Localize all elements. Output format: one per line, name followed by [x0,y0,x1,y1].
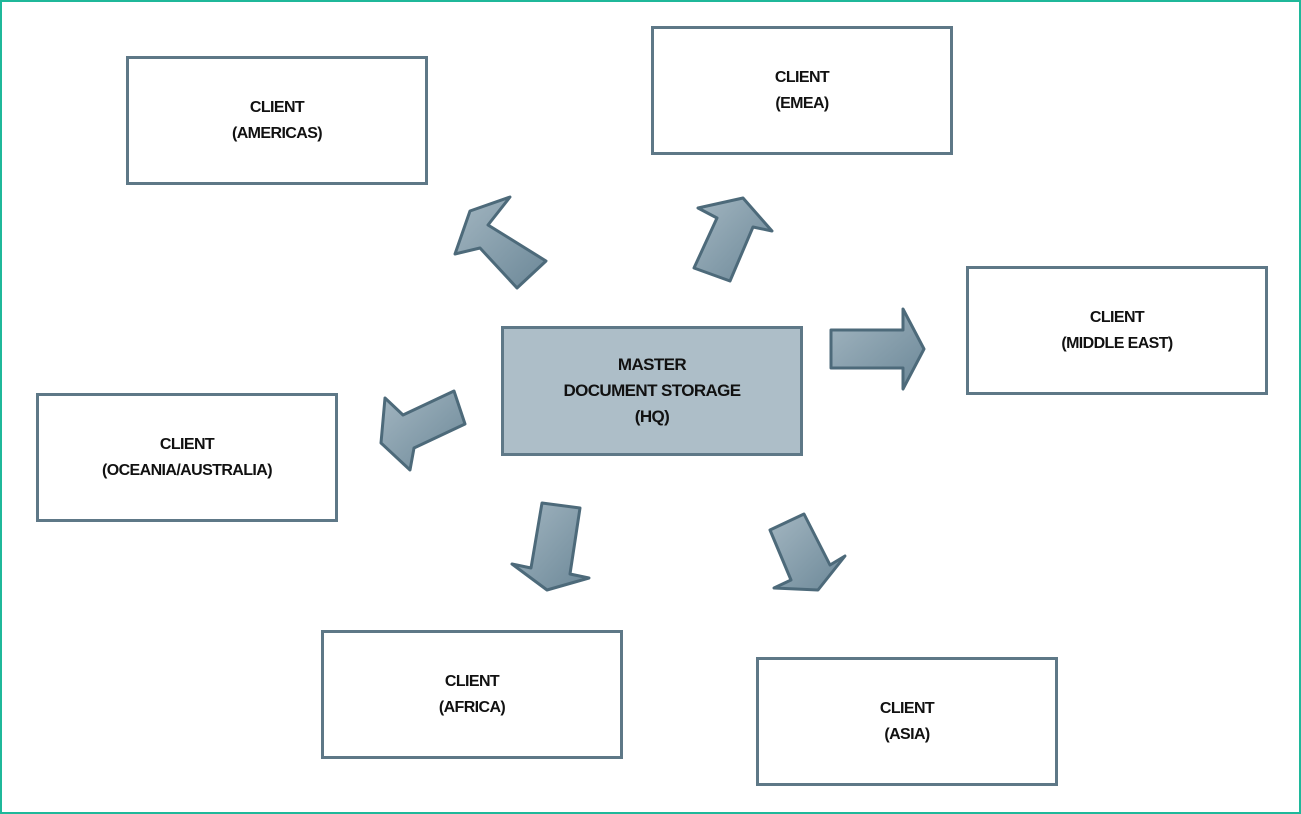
client-africa: CLIENT (AFRICA) [321,630,623,759]
client-label: CLIENT [1089,308,1145,326]
client-middle-east: CLIENT (MIDDLE EAST) [966,266,1268,395]
arrow-to-oceania [379,389,467,472]
client-region: (AFRICA) [438,698,506,716]
client-label: CLIENT [249,98,305,116]
client-region: (EMEA) [775,94,829,112]
arrow-to-emea [692,196,774,283]
client-region: (MIDDLE EAST) [1061,334,1173,352]
hub-line-3: (HQ) [634,407,670,426]
client-oceania-australia: CLIENT (OCEANIA/AUSTRALIA) [36,393,338,522]
client-label: CLIENT [879,699,935,717]
client-region: (OCEANIA/AUSTRALIA) [102,461,273,479]
hub-line-1: MASTER [617,355,687,374]
hub-line-2: DOCUMENT STORAGE [563,381,741,400]
arrow-to-asia [768,512,847,592]
client-emea: CLIENT (EMEA) [651,26,953,155]
client-region: (ASIA) [884,725,930,743]
client-label: CLIENT [159,435,215,453]
client-asia: CLIENT (ASIA) [756,657,1058,786]
client-label: CLIENT [774,68,830,86]
arrow-to-americas [453,195,548,290]
arrow-to-middle-east [829,307,926,391]
hub-master-document-storage: MASTER DOCUMENT STORAGE (HQ) [501,326,803,456]
client-region: (AMERICAS) [232,124,323,142]
arrow-to-africa [510,501,591,592]
client-label: CLIENT [444,672,500,690]
client-americas: CLIENT (AMERICAS) [126,56,428,185]
